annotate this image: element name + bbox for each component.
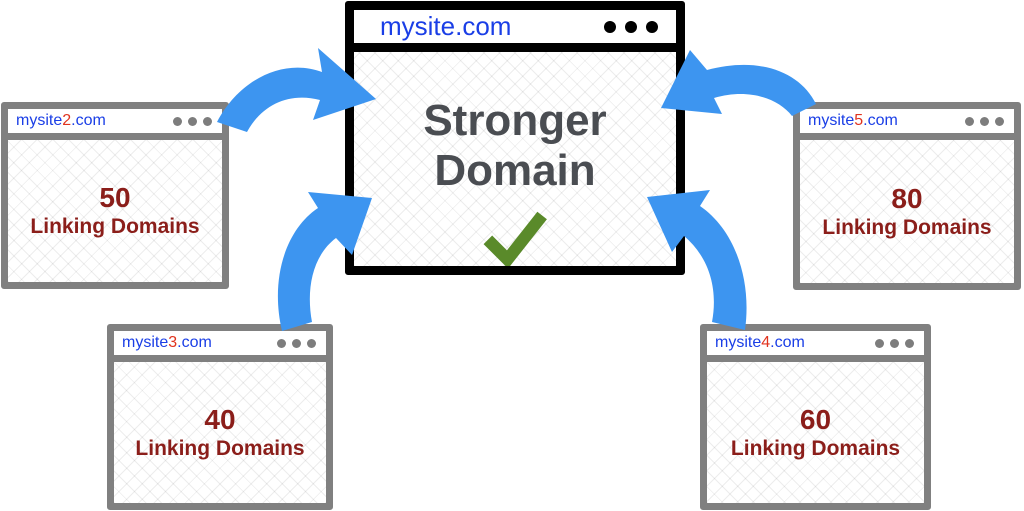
linking-domain-count: 50: [99, 182, 131, 213]
linking-site-window-3: mysite3.com 40 Linking Domains: [107, 324, 333, 510]
linking-domain-count: 40: [204, 403, 236, 435]
window-menu-dots-icon: [173, 116, 212, 126]
site-url: mysite2.com: [16, 112, 106, 129]
address-bar: mysite2.com: [8, 109, 222, 133]
address-bar: mysite5.com: [800, 109, 1014, 133]
linking-domain-count: 60: [799, 403, 832, 435]
main-address-bar: mysite.com: [354, 10, 676, 43]
site-content: 80 Linking Domains: [800, 140, 1014, 283]
site-url: mysite4.com: [715, 334, 805, 351]
site-content: 50 Linking Domains: [8, 140, 222, 282]
site-url: mysite3.com: [122, 334, 212, 351]
main-title-line1: Stronger: [423, 96, 607, 145]
checkmark-icon: [483, 211, 547, 266]
window-menu-dots-icon: [875, 338, 914, 348]
site-content: 60 Linking Domains: [707, 362, 924, 503]
linking-site-window-5: mysite5.com 80 Linking Domains: [793, 102, 1021, 290]
window-menu-dots-icon: [604, 20, 658, 33]
linking-site-window-2: mysite2.com 50 Linking Domains: [1, 102, 229, 289]
main-site-window: mysite.com Stronger Domain: [345, 1, 685, 275]
linking-domain-label: Linking Domains: [30, 215, 200, 238]
window-menu-dots-icon: [277, 338, 316, 348]
linking-domain-label: Linking Domains: [730, 436, 901, 460]
linking-domain-label: Linking Domains: [135, 436, 305, 460]
window-menu-dots-icon: [965, 116, 1004, 126]
address-bar: mysite4.com: [707, 331, 924, 355]
linking-domain-label: Linking Domains: [822, 215, 992, 239]
main-content: Stronger Domain: [354, 52, 676, 266]
main-url: mysite.com: [380, 11, 512, 41]
main-title-line2: Domain: [434, 146, 596, 195]
site-content: 40 Linking Domains: [114, 362, 326, 503]
linking-site-window-4: mysite4.com 60 Linking Domains: [700, 324, 931, 510]
site-url: mysite5.com: [808, 112, 898, 129]
address-bar: mysite3.com: [114, 331, 326, 355]
linking-domain-count: 80: [891, 182, 923, 214]
